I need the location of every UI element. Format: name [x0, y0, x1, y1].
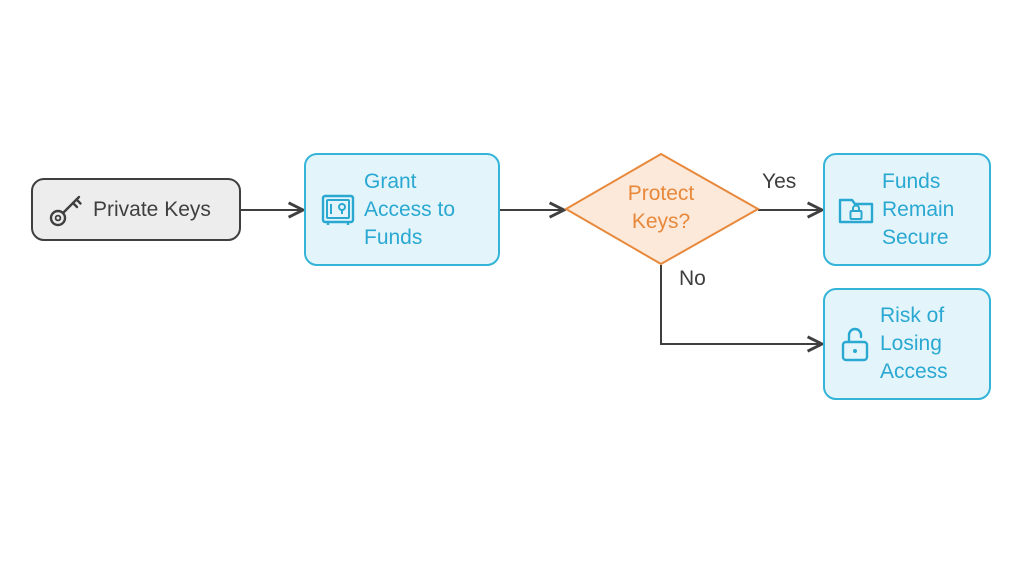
- grant-access-line-3: Funds: [364, 225, 423, 249]
- funds-secure-line-2: Remain: [882, 197, 955, 221]
- risk-losing-line-3: Access: [880, 360, 948, 383]
- risk-losing-label: Risk of Losing Access: [880, 302, 948, 386]
- decision-protect-keys-label: Protect Keys?: [566, 180, 756, 236]
- unlocked-padlock-icon: [838, 325, 872, 363]
- safe-icon: [320, 192, 356, 228]
- decision-diamond: [564, 152, 761, 266]
- locked-folder-icon: [838, 193, 874, 227]
- grant-access-line-2: Access to: [364, 197, 456, 221]
- protect-keys-line-2: Keys?: [631, 210, 691, 233]
- grant-access-line-1: Grant: [364, 169, 417, 193]
- grant-access-label: Grant Access to Funds: [364, 168, 455, 252]
- edge-no-to-risk-losing: [660, 265, 822, 344]
- funds-secure-line-3: Secure: [882, 225, 949, 249]
- node-risk-losing: Risk of Losing Access: [823, 288, 991, 400]
- protect-keys-line-1: Protect: [627, 182, 695, 205]
- funds-secure-label: Funds Remain Secure: [882, 168, 954, 252]
- node-private-keys: Private Keys: [31, 178, 241, 241]
- risk-losing-line-2: Losing: [880, 332, 942, 355]
- node-grant-access: Grant Access to Funds: [304, 153, 500, 266]
- key-icon: [47, 191, 85, 229]
- funds-secure-line-1: Funds: [882, 169, 941, 193]
- no-edge-label: No: [679, 267, 706, 290]
- yes-edge-label: Yes: [762, 170, 797, 193]
- risk-losing-line-1: Risk of: [880, 304, 945, 327]
- private-keys-label: Private Keys: [93, 197, 211, 221]
- node-funds-secure: Funds Remain Secure: [823, 153, 991, 266]
